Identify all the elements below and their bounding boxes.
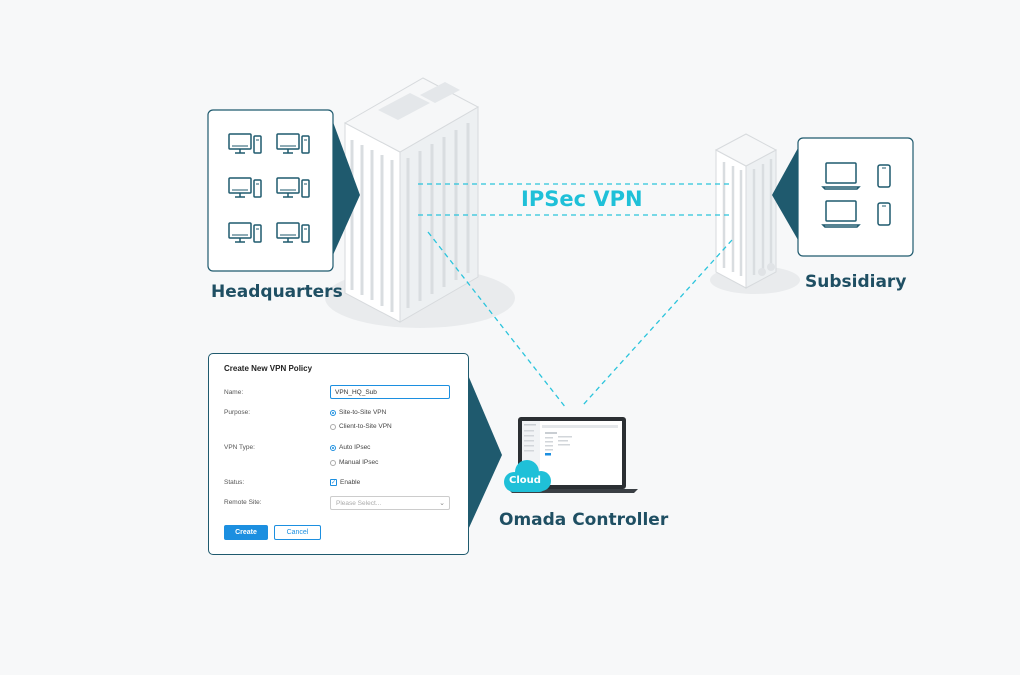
name-input[interactable] [330, 385, 450, 399]
remote-site-select[interactable]: Please Select... ⌄ [330, 496, 450, 510]
radio-selected-icon [330, 409, 336, 416]
subsidiary-building [710, 133, 800, 294]
vpn-type-option-auto[interactable]: Auto IPsec [330, 444, 370, 451]
form-title: Create New VPN Policy [224, 364, 313, 373]
cloud-label: Cloud [509, 475, 541, 486]
create-button[interactable]: Create [224, 525, 268, 540]
form-callout-pointer [468, 375, 502, 530]
omada-controller-label: Omada Controller [499, 510, 669, 530]
remote-site-label: Remote Site: [224, 499, 262, 506]
subsidiary-device-panel [772, 137, 914, 257]
chevron-down-icon: ⌄ [439, 500, 445, 507]
status-enable-checkbox[interactable]: ✓ Enable [330, 479, 360, 486]
radio-selected-icon [330, 444, 336, 451]
radio-icon [330, 423, 336, 430]
option-label: Manual IPsec [339, 459, 379, 466]
vpn-links [418, 183, 733, 409]
create-vpn-policy-form: Create New VPN Policy Name: Purpose: Sit… [208, 353, 469, 555]
subsidiary-label: Subsidiary [805, 272, 907, 292]
purpose-label: Purpose: [224, 409, 251, 416]
vpn-type-option-manual[interactable]: Manual IPsec [330, 459, 378, 466]
option-label: Site-to-Site VPN [339, 409, 387, 416]
headquarters-device-panel [207, 109, 360, 272]
option-label: Auto IPsec [339, 444, 371, 451]
status-label: Status: [224, 479, 245, 486]
cloud-icon [504, 460, 551, 492]
purpose-option-site-to-site[interactable]: Site-to-Site VPN [330, 409, 386, 416]
headquarters-label: Headquarters [211, 282, 343, 302]
cancel-button[interactable]: Cancel [274, 525, 321, 540]
option-label: Enable [340, 479, 361, 486]
option-label: Client-to-Site VPN [339, 423, 392, 430]
radio-icon [330, 459, 336, 466]
purpose-option-client-to-site[interactable]: Client-to-Site VPN [330, 423, 392, 430]
ipsec-vpn-label: IPSec VPN [521, 187, 643, 211]
remote-site-placeholder: Please Select... [336, 500, 382, 507]
checkmark-icon: ✓ [330, 479, 337, 486]
vpn-type-label: VPN Type: [224, 444, 255, 451]
name-label: Name: [224, 389, 244, 396]
